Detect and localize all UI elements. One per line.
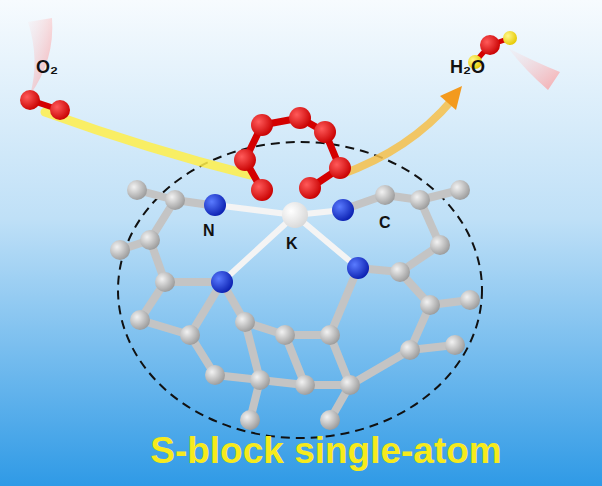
dashed-region bbox=[118, 142, 482, 438]
outgoing-arrow bbox=[340, 100, 452, 175]
arrow-head bbox=[440, 86, 462, 110]
o2-atom bbox=[50, 100, 70, 120]
atom-label: C bbox=[379, 215, 391, 231]
nitrogen-atoms bbox=[204, 194, 369, 293]
motion-swoosh bbox=[508, 48, 560, 90]
atom-label: N bbox=[203, 223, 215, 239]
potassium-atom bbox=[282, 202, 308, 228]
carbon-atoms bbox=[110, 180, 480, 430]
h2o-oxygen bbox=[480, 35, 500, 55]
molecule-label: O₂ bbox=[36, 58, 58, 76]
oxygen-atoms bbox=[234, 107, 351, 201]
atom-label: K bbox=[286, 236, 298, 252]
h2o-hydrogen bbox=[503, 31, 517, 45]
motion-swoosh bbox=[28, 18, 52, 95]
incoming-arrow bbox=[45, 112, 250, 175]
title: S-block single-atom bbox=[150, 432, 502, 469]
carbon-bonds bbox=[120, 190, 470, 420]
o2-atom bbox=[20, 90, 40, 110]
molecule-label: H₂O bbox=[450, 58, 485, 76]
